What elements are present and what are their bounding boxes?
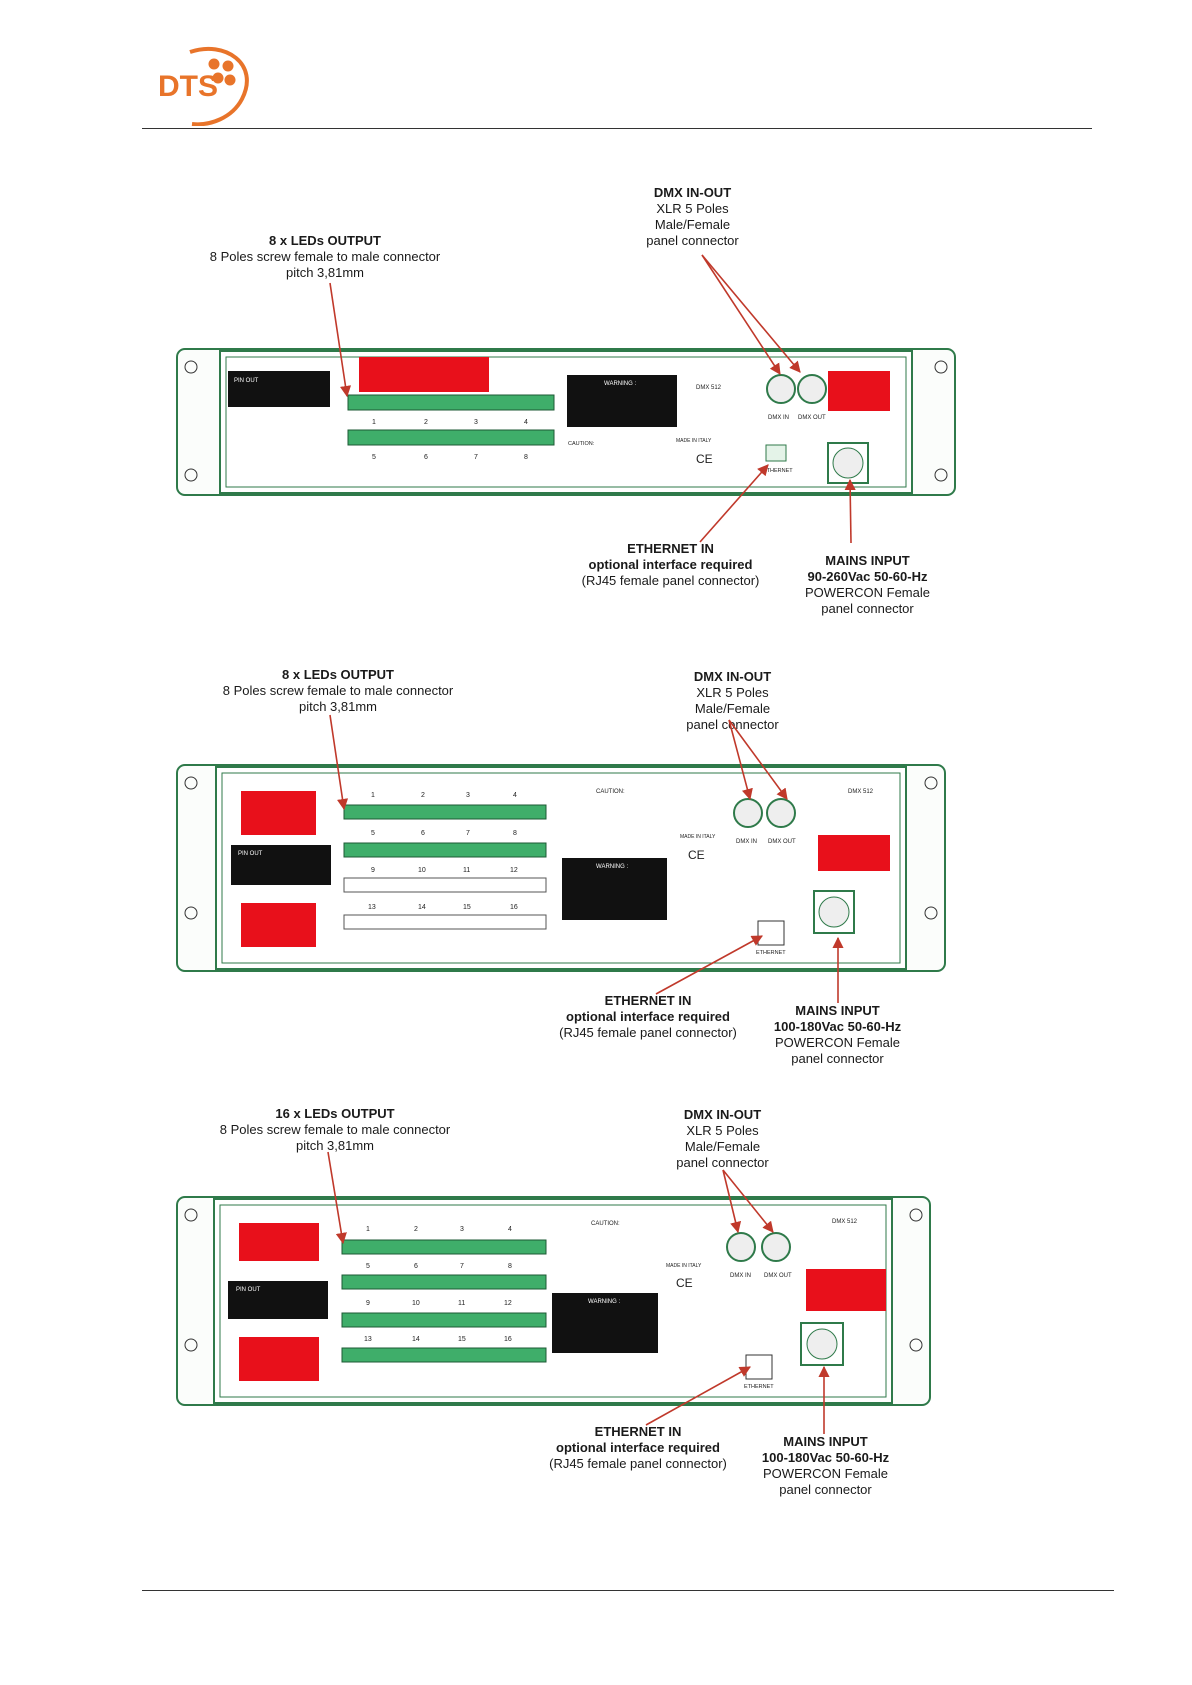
svg-text:7: 7: [466, 830, 470, 837]
svg-text:1: 1: [366, 1226, 370, 1233]
svg-text:DMX OUT: DMX OUT: [764, 1273, 792, 1279]
svg-text:1: 1: [371, 792, 375, 799]
svg-text:15: 15: [458, 1336, 466, 1343]
svg-text:12: 12: [510, 867, 518, 874]
mains-caption-3: MAINS INPUT 100-180Vac 50-60-Hz POWERCON…: [761, 1434, 890, 1497]
svg-text:ETHERNET: ETHERNET: [763, 468, 793, 474]
svg-text:7: 7: [460, 1263, 464, 1270]
svg-text:CAUTION:: CAUTION:: [591, 1221, 620, 1227]
mains-caption-1: MAINS INPUT 90-260Vac 50-60-Hz POWERCON …: [805, 553, 930, 616]
svg-text:10: 10: [418, 867, 426, 874]
dmx-caption-2: DMX IN-OUT XLR 5 Poles Male/Female panel…: [686, 669, 779, 732]
leds-output-caption-2: 8 x LEDs OUTPUT 8 Poles screw female to …: [222, 667, 454, 714]
svg-text:DMX OUT: DMX OUT: [798, 415, 826, 421]
leds-output-caption-1: 8 x LEDs OUTPUT 8 Poles screw female to …: [209, 233, 441, 280]
svg-text:DMX 512: DMX 512: [848, 789, 874, 795]
svg-text:MADE IN ITALY: MADE IN ITALY: [680, 834, 716, 840]
device-rear-panel-2: PIN OUT 1 2 3 4 5 6 7 8 9 10 11 12 13 14…: [176, 763, 946, 973]
svg-text:3: 3: [466, 792, 470, 799]
dmx-caption-3: DMX IN-OUT XLR 5 Poles Male/Female panel…: [676, 1107, 769, 1170]
svg-text:7: 7: [474, 454, 478, 461]
svg-text:DMX IN: DMX IN: [736, 839, 757, 845]
logo-text: DTS: [158, 70, 218, 103]
svg-text:16: 16: [510, 904, 518, 911]
svg-text:16: 16: [504, 1336, 512, 1343]
svg-text:4: 4: [508, 1226, 512, 1233]
svg-text:PIN OUT: PIN OUT: [236, 1287, 261, 1293]
svg-text:6: 6: [421, 830, 425, 837]
device-rear-panel-1: PIN OUT 1 2 3 4 5 6 7 8 WARNING : CAUTIO…: [176, 347, 956, 497]
svg-text:DMX IN: DMX IN: [730, 1273, 751, 1279]
svg-text:DMX 512: DMX 512: [696, 385, 722, 391]
svg-text:1: 1: [372, 419, 376, 426]
svg-text:9: 9: [366, 1300, 370, 1307]
svg-text:11: 11: [463, 867, 470, 874]
svg-text:6: 6: [424, 454, 428, 461]
ethernet-caption-2: ETHERNET IN optional interface required …: [559, 993, 737, 1040]
svg-text:8: 8: [513, 830, 517, 837]
svg-text:10: 10: [412, 1300, 420, 1307]
svg-text:CAUTION:: CAUTION:: [568, 441, 595, 447]
svg-text:3: 3: [474, 419, 478, 426]
svg-text:12: 12: [504, 1300, 512, 1307]
footer-rule: [142, 1590, 1114, 1591]
svg-text:MADE IN ITALY: MADE IN ITALY: [666, 1263, 702, 1269]
ethernet-caption-3: ETHERNET IN optional interface required …: [549, 1424, 727, 1471]
svg-text:PIN OUT: PIN OUT: [238, 851, 263, 857]
svg-text:8: 8: [508, 1263, 512, 1270]
svg-text:WARNING :: WARNING :: [596, 864, 628, 870]
svg-text:11: 11: [458, 1300, 465, 1307]
svg-text:2: 2: [424, 419, 428, 426]
svg-text:DMX OUT: DMX OUT: [768, 839, 796, 845]
svg-text:14: 14: [418, 904, 426, 911]
svg-text:PIN OUT: PIN OUT: [234, 378, 259, 384]
svg-text:15: 15: [463, 904, 471, 911]
svg-text:2: 2: [421, 792, 425, 799]
device-rear-panel-3: PIN OUT 1 2 3 4 5 6 7 8 9 10 11 12 13 14…: [176, 1195, 931, 1407]
dmx-caption-1: DMX IN-OUT XLR 5 Poles Male/Female panel…: [646, 185, 739, 248]
svg-text:3: 3: [460, 1226, 464, 1233]
svg-text:WARNING :: WARNING :: [604, 381, 636, 387]
ethernet-caption-1: ETHERNET IN optional interface required …: [581, 541, 760, 588]
svg-text:WARNING :: WARNING :: [588, 1299, 620, 1305]
svg-text:5: 5: [371, 830, 375, 837]
svg-text:4: 4: [524, 419, 528, 426]
svg-text:CAUTION:: CAUTION:: [596, 789, 625, 795]
svg-text:14: 14: [412, 1336, 420, 1343]
svg-text:ETHERNET: ETHERNET: [744, 1384, 774, 1390]
terminal-block-row-1: [347, 394, 555, 446]
svg-text:ETHERNET: ETHERNET: [756, 950, 786, 956]
svg-text:6: 6: [414, 1263, 418, 1270]
header-rule: [142, 128, 1092, 129]
svg-text:MADE IN ITALY: MADE IN ITALY: [676, 438, 712, 444]
dts-logo: DTS: [150, 44, 260, 127]
svg-text:9: 9: [371, 867, 375, 874]
svg-text:DMX IN: DMX IN: [768, 415, 789, 421]
svg-text:13: 13: [368, 904, 376, 911]
svg-text:8: 8: [524, 454, 528, 461]
svg-text:2: 2: [414, 1226, 418, 1233]
svg-text:CE: CE: [696, 452, 713, 466]
svg-text:13: 13: [364, 1336, 372, 1343]
leds-output-caption-3: 16 x LEDs OUTPUT 8 Poles screw female to…: [219, 1106, 451, 1153]
svg-text:CE: CE: [688, 848, 705, 862]
svg-text:DMX 512: DMX 512: [832, 1219, 858, 1225]
svg-text:5: 5: [366, 1263, 370, 1270]
svg-text:CE: CE: [676, 1276, 693, 1290]
mains-caption-2: MAINS INPUT 100-180Vac 50-60-Hz POWERCON…: [773, 1003, 902, 1066]
svg-text:5: 5: [372, 454, 376, 461]
svg-text:4: 4: [513, 792, 517, 799]
